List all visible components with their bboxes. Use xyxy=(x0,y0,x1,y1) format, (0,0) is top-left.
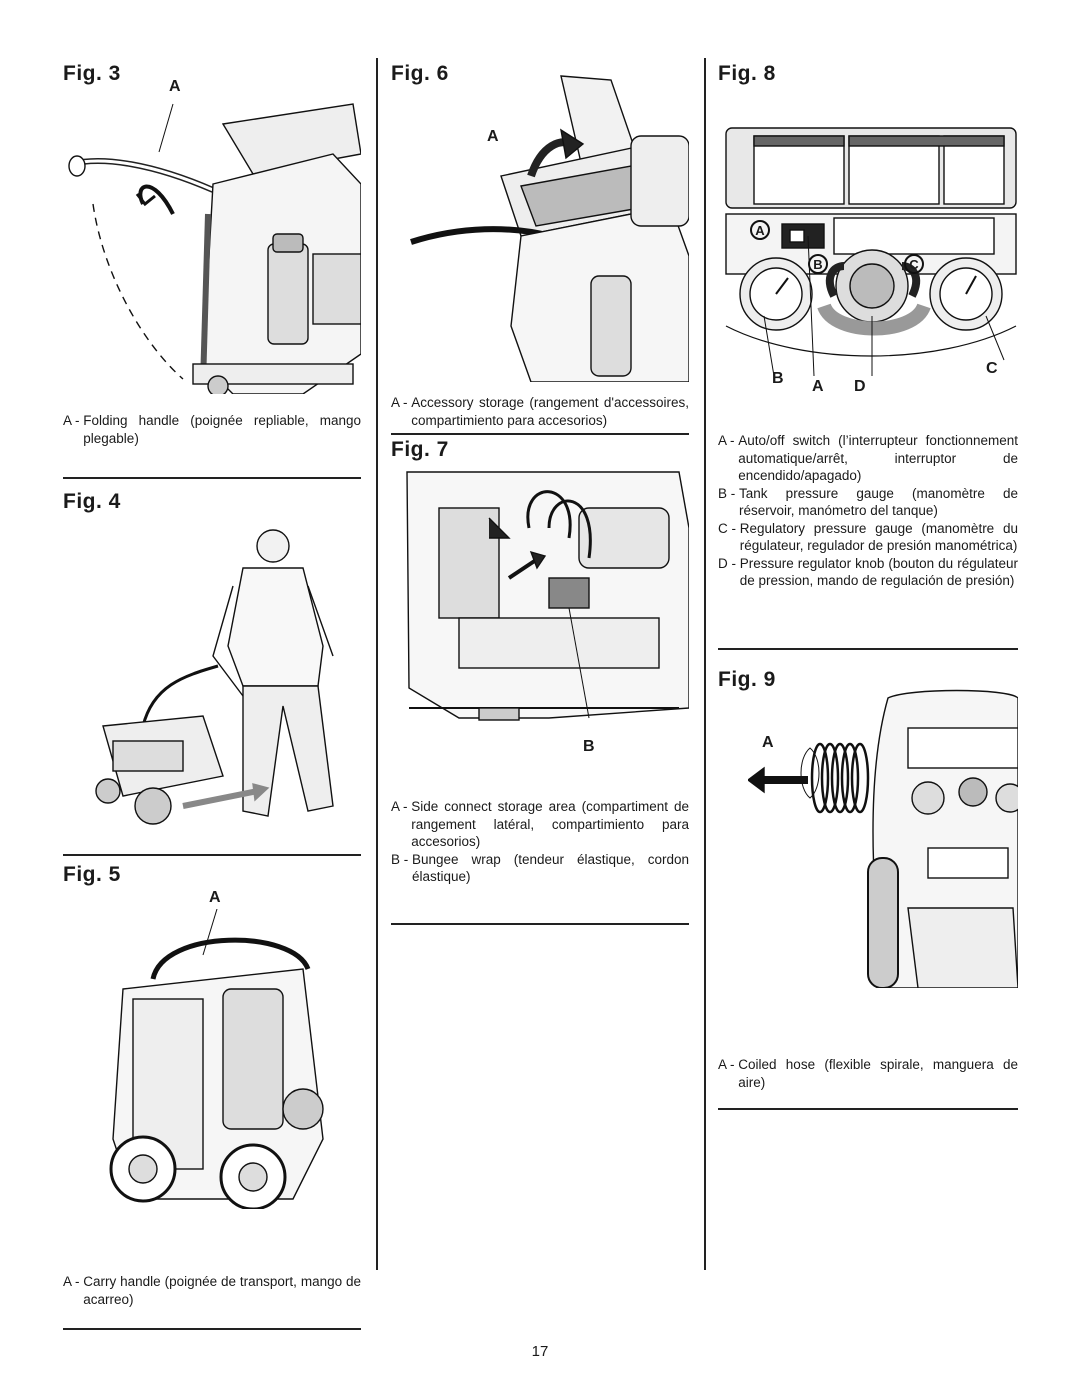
figure-7-callout-b: B xyxy=(583,738,595,755)
panel-callout-b: B xyxy=(808,254,828,274)
panel-callout-a: A xyxy=(750,220,770,240)
caption-text: Side connect storage area (compartiment … xyxy=(411,799,689,849)
caption-item: B - Tank pressure gauge (manomètre de ré… xyxy=(718,485,1018,520)
caption-text: Bungee wrap (tendeur élastique, cordon é… xyxy=(412,851,689,885)
caption-text: Pressure regulator knob (bouton du régul… xyxy=(739,555,1018,589)
column-divider-right xyxy=(704,58,706,1270)
figure-3-callout-a: A xyxy=(169,78,181,95)
caption-item: A - Side connect storage area (compartim… xyxy=(391,798,689,851)
figure-3-title: Fig. 3 xyxy=(63,62,121,85)
figure-3-rule xyxy=(63,477,361,479)
caption-item: A - Folding handle (poignée repliable, m… xyxy=(63,412,361,447)
figure-8-callout-a: A xyxy=(812,378,824,395)
figure-8-callout-d: D xyxy=(854,378,866,395)
figure-6: Fig. 6 A A - Accessory storage (rangemen… xyxy=(391,58,689,438)
figure-8-title: Fig. 8 xyxy=(718,62,776,85)
caption-key: B - xyxy=(718,485,740,501)
figure-5-title: Fig. 5 xyxy=(63,863,121,886)
figure-8-callout-b: B xyxy=(772,370,784,387)
figure-9-illustration xyxy=(748,688,1018,988)
caption-text: Coiled hose (flexible spirale, manguera … xyxy=(738,1057,1018,1090)
figure-5-caption: A - Carry handle (poignée de transport, … xyxy=(63,1273,361,1308)
figure-5-callout-a: A xyxy=(209,889,221,906)
figure-9-caption: A - Coiled hose (flexible spirale, mangu… xyxy=(718,1056,1018,1091)
figure-5-rule xyxy=(63,1328,361,1330)
figure-8-rule xyxy=(718,648,1018,650)
figure-3-illustration xyxy=(63,94,361,394)
page-number: 17 xyxy=(531,1343,549,1360)
figure-4: Fig. 4 xyxy=(63,490,361,856)
figure-9-rule xyxy=(718,1108,1018,1110)
figure-5-illustration xyxy=(93,909,333,1209)
caption-item: B - Bungee wrap (tendeur élastique, cord… xyxy=(391,851,689,886)
figure-7-illustration xyxy=(399,468,689,748)
figure-8: Fig. 8 xyxy=(718,58,1018,653)
column-divider-left xyxy=(376,58,378,1270)
caption-text: Folding handle (poignée repliable, mango… xyxy=(83,413,361,446)
caption-item: D - Pressure regulator knob (bouton du r… xyxy=(718,555,1018,590)
figure-5: Fig. 5 A A - Carry handle (poignée de tr… xyxy=(63,863,361,1330)
caption-key: A - xyxy=(391,799,412,814)
caption-key: A - xyxy=(63,413,84,428)
caption-key: A - xyxy=(391,395,412,410)
figure-9: Fig. 9 A xyxy=(718,668,1018,1110)
figure-6-callout-a: A xyxy=(487,128,499,145)
caption-text: Regulatory pressure gauge (manomètre du … xyxy=(739,520,1018,554)
caption-item: A - Accessory storage (rangement d'acces… xyxy=(391,394,689,429)
caption-key: A - xyxy=(718,433,739,448)
figure-9-title: Fig. 9 xyxy=(718,668,776,691)
caption-key: C - xyxy=(718,520,740,536)
caption-key: A - xyxy=(63,1274,84,1289)
figure-9-callout-a: A xyxy=(762,734,774,751)
caption-key: B - xyxy=(391,851,413,867)
caption-item: A - Auto/off switch (l’interrupteur fonc… xyxy=(718,432,1018,485)
figure-6-illustration xyxy=(401,66,689,382)
figure-3-caption: A - Folding handle (poignée repliable, m… xyxy=(63,412,361,447)
caption-key: A - xyxy=(718,1057,739,1072)
figure-7: Fig. 7 A B A - Side co xyxy=(391,438,689,928)
figure-4-title: Fig. 4 xyxy=(63,490,121,513)
figure-6-caption: A - Accessory storage (rangement d'acces… xyxy=(391,394,689,429)
caption-item: A - Carry handle (poignée de transport, … xyxy=(63,1273,361,1308)
caption-text: Accessory storage (rangement d'accessoir… xyxy=(411,395,689,428)
figure-4-rule xyxy=(63,854,361,856)
caption-text: Tank pressure gauge (manomètre de réserv… xyxy=(739,485,1018,519)
figure-7-rule xyxy=(391,923,689,925)
figure-6-rule xyxy=(391,433,689,435)
panel-callout-c: C xyxy=(904,254,924,274)
caption-text: Carry handle (poignée de transport, mang… xyxy=(83,1274,361,1307)
figure-8-caption: A - Auto/off switch (l’interrupteur fonc… xyxy=(718,432,1018,590)
figure-6-title: Fig. 6 xyxy=(391,62,449,85)
caption-text: Auto/off switch (l’interrupteur fonction… xyxy=(738,433,1018,483)
figure-7-title: Fig. 7 xyxy=(391,438,449,461)
figure-8-control-panel xyxy=(724,126,1018,396)
caption-item: A - Coiled hose (flexible spirale, mangu… xyxy=(718,1056,1018,1091)
caption-key: D - xyxy=(718,555,740,571)
figure-7-caption: A - Side connect storage area (compartim… xyxy=(391,798,689,886)
figure-3: Fig. 3 A A - xyxy=(63,58,361,498)
caption-item: C - Regulatory pressure gauge (manomètre… xyxy=(718,520,1018,555)
figure-8-callout-c: C xyxy=(986,360,998,377)
figure-4-illustration xyxy=(83,526,361,836)
